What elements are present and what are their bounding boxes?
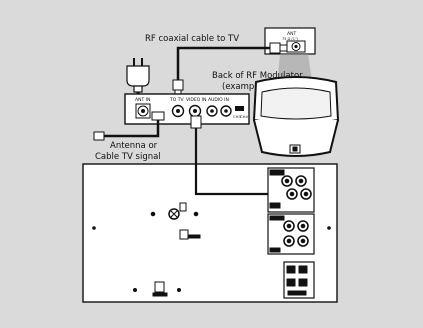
modulator-back-label: Back of RF Modulator xyxy=(212,71,303,81)
rf-coaxial-cable xyxy=(176,46,276,92)
tv-icon xyxy=(252,76,340,157)
rf-cable-plug-modulator xyxy=(172,79,184,97)
rf-cable-plug-tv xyxy=(269,42,288,54)
antenna-label: Antenna or xyxy=(110,141,158,151)
ch4-label: CH4 xyxy=(240,114,249,119)
port-audio-in-label: AUDIO IN xyxy=(208,97,229,103)
port-ant-in-label: ANT IN xyxy=(135,97,150,103)
modulator-back-sub-label: (example only) xyxy=(222,82,286,92)
tv-ant-sub-label: 75 Ω (1") xyxy=(282,37,299,41)
tv-ant-label: ANT xyxy=(287,31,296,37)
panel-screw-right xyxy=(327,226,331,230)
power-plug-icon xyxy=(126,58,150,93)
panel-fixtures xyxy=(133,202,201,297)
rf-modulator: ANT IN TO TV VIDEO IN AUDIO IN CH3 CH4 xyxy=(124,93,250,125)
main-unit-connectors xyxy=(267,167,315,299)
rf-cable-label: RF coaxial cable to TV xyxy=(145,34,239,44)
antenna-sub-label: Cable TV signal xyxy=(95,152,161,162)
ch3-label: CH3 xyxy=(233,114,242,119)
antenna-cable xyxy=(93,111,165,141)
channel-switch xyxy=(235,106,244,111)
port-to-tv-label: TO TV xyxy=(169,97,184,103)
panel-screw-left xyxy=(92,226,96,230)
port-video-in-label: VIDEO IN xyxy=(186,97,206,103)
